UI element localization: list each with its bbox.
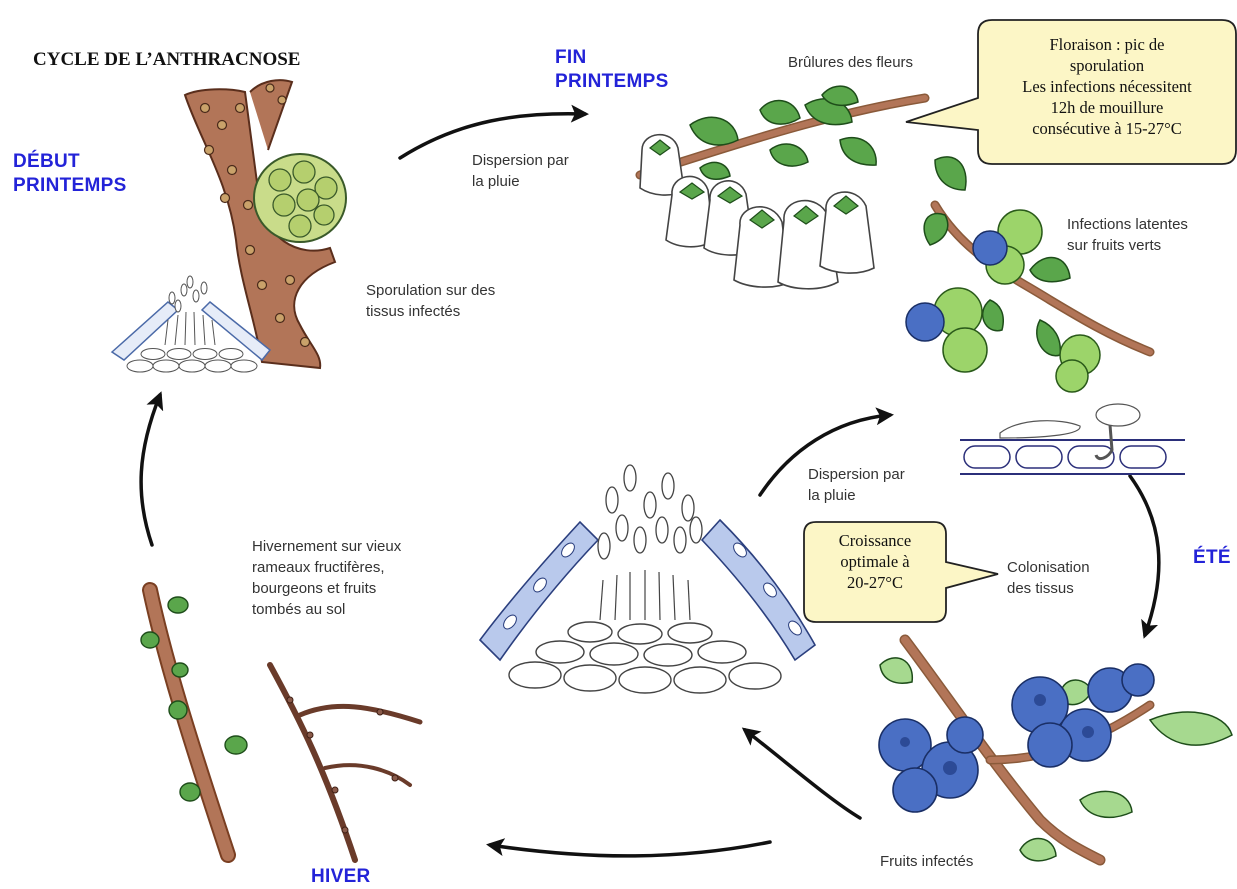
arrow-ete-to-hiver (490, 842, 770, 856)
infected-stem-illustration (185, 80, 346, 368)
label-sporulation: Sporulation sur des tissus infectés (366, 280, 495, 322)
overwintering-twigs-illustration (141, 590, 420, 860)
label-dispersion-mid: Dispersion par la pluie (808, 464, 905, 506)
large-acervulus-illustration (480, 465, 815, 693)
season-debut-printemps: DÉBUT PRINTEMPS (13, 150, 127, 198)
label-dispersion-top: Dispersion par la pluie (472, 150, 569, 192)
callout-floraison-text: Floraison : pic de sporulation Les infec… (982, 34, 1232, 139)
flower-blight-illustration (640, 86, 925, 289)
season-ete: ÉTÉ (1193, 546, 1231, 570)
label-hivernement: Hivernement sur vieux rameaux fructifère… (252, 536, 401, 620)
diagram-title: CYCLE DE L’ANTHRACNOSE (33, 49, 300, 71)
green-fruits-illustration (906, 157, 1150, 392)
label-colonisation: Colonisation des tissus (1007, 557, 1090, 599)
season-fin-printemps: FIN PRINTEMPS (555, 46, 669, 94)
label-fruits-infectes: Fruits infectés (880, 851, 973, 872)
season-hiver: HIVER (311, 865, 371, 889)
arrow-hiver-to-debut (141, 395, 160, 545)
label-brulures-fleurs: Brûlures des fleurs (788, 52, 913, 73)
callout-croissance-text: Croissance optimale à 20-27°C (806, 530, 944, 593)
label-infections-latentes: Infections latentes sur fruits verts (1067, 214, 1188, 256)
arrow-ete-to-center (745, 730, 860, 818)
infected-fruits-illustration (879, 640, 1232, 861)
penetration-cross-section (960, 404, 1185, 474)
arrow-fin-printemps-to-ete (1130, 476, 1159, 635)
